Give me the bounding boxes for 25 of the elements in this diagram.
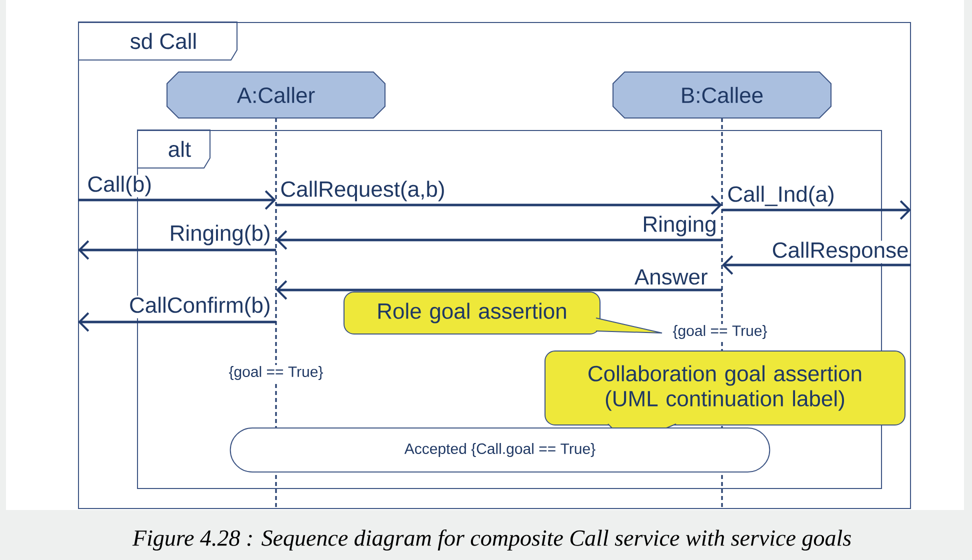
lifeline-head: B:Callee [612, 72, 832, 118]
message-label: Call(b) [88, 176, 151, 196]
message-label: CallRequest(a,b) [281, 180, 444, 202]
message-label: Ringing [644, 216, 716, 236]
callout: Role goal assertion [344, 292, 662, 334]
message-arrow [722, 200, 911, 220]
message-label: CallResponse [772, 242, 908, 262]
message-arrow [78, 190, 276, 210]
continuation-box: Accepted {Call.goal == True} [230, 428, 770, 472]
message-arrow [276, 195, 722, 215]
message-label: Ringing(b) [171, 224, 270, 246]
constraint-label: {goal == True} [228, 365, 324, 381]
message-arrow [276, 280, 722, 300]
frame-tab: sd Call [78, 22, 238, 60]
figure-caption: Figure 4.28 : Sequence diagram for composite Call service with service goals [132, 529, 851, 551]
message-label: Call_Ind(a) [728, 186, 834, 206]
message-arrow [78, 312, 276, 332]
lifeline-head: A:Caller [166, 72, 386, 118]
frame-tab: alt [136, 130, 210, 168]
message-label: Answer [634, 269, 708, 285]
message-arrow [722, 255, 911, 275]
message-arrow [276, 230, 722, 250]
constraint-label: {goal == True} [672, 324, 768, 340]
message-label: CallConfirm(b) [130, 296, 270, 318]
message-arrow [78, 240, 276, 260]
